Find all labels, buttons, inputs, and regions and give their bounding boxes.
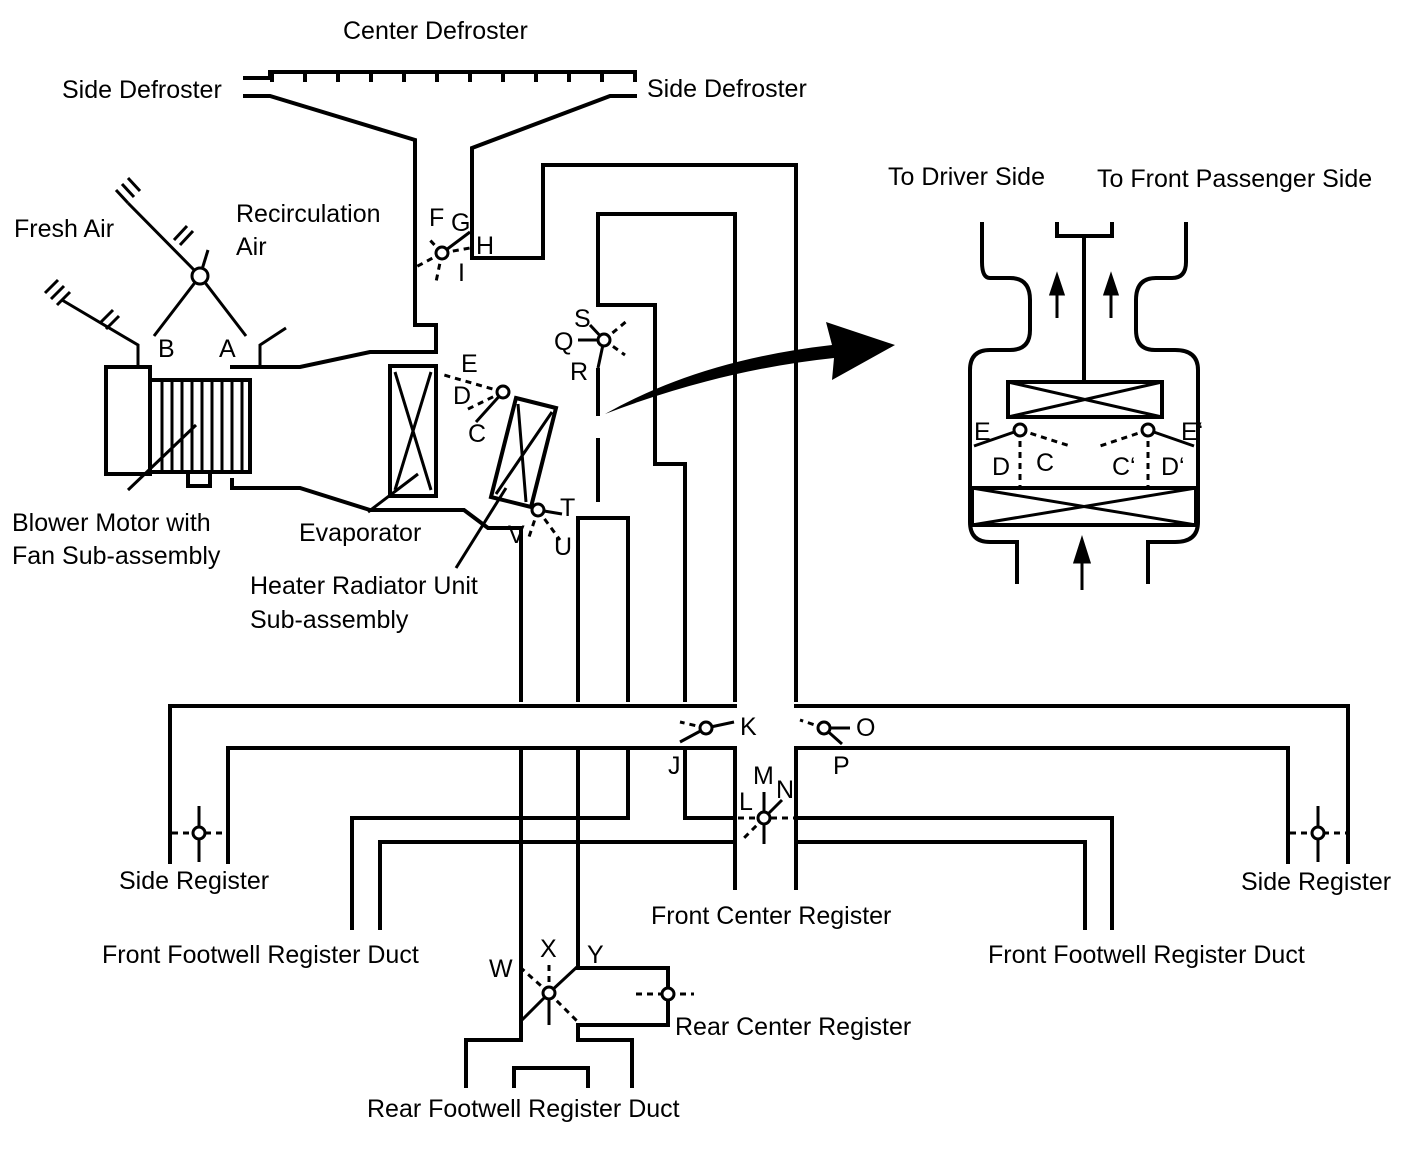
- damper-fghi: [413, 230, 471, 283]
- label-recirculation-line1: Recirculation: [236, 200, 381, 228]
- label-side-register-right: Side Register: [1241, 868, 1391, 896]
- letter-m: M: [753, 762, 774, 790]
- air-inlet: [43, 176, 287, 365]
- detail-letter-c-right: C‘: [1112, 453, 1136, 481]
- letter-i: I: [458, 259, 465, 287]
- label-side-defroster-right: Side Defroster: [647, 75, 807, 103]
- label-evaporator: Evaporator: [299, 519, 421, 547]
- letter-b: B: [158, 335, 175, 363]
- letter-y: Y: [587, 941, 604, 969]
- letter-l: L: [739, 788, 753, 816]
- letter-d: D: [453, 382, 471, 410]
- center-ducts: [576, 212, 737, 702]
- letter-e: E: [461, 350, 478, 378]
- letter-s: S: [574, 305, 591, 333]
- letter-n: N: [776, 776, 794, 804]
- heater-core: [454, 395, 559, 569]
- letter-q: Q: [554, 328, 573, 356]
- label-recirculation-line2: Air: [236, 233, 267, 261]
- label-front-footwell-left: Front Footwell Register Duct: [102, 941, 419, 969]
- label-to-front-passenger-side: To Front Passenger Side: [1097, 165, 1372, 193]
- label-to-driver-side: To Driver Side: [888, 163, 1045, 191]
- damper-op: [799, 718, 850, 746]
- letter-t: T: [560, 494, 575, 522]
- detail-letter-c-left: C: [1036, 449, 1054, 477]
- label-heater-line1: Heater Radiator Unit: [250, 572, 478, 600]
- detail-letter-e-left: E: [974, 418, 991, 446]
- letter-x: X: [540, 935, 557, 963]
- label-blower-line2: Fan Sub-assembly: [12, 542, 221, 570]
- label-rear-center-register: Rear Center Register: [675, 1013, 911, 1041]
- side-register-right-damper: [1290, 806, 1346, 862]
- damper-letters: A B C D E F G H I J K L M N O P Q R S T …: [158, 204, 875, 983]
- side-register-left-damper: [172, 806, 228, 862]
- label-side-defroster-left: Side Defroster: [62, 76, 222, 104]
- letter-j: J: [668, 752, 681, 780]
- letter-u: U: [554, 533, 572, 561]
- damper-qrs: [578, 318, 629, 369]
- detail-letter-e-right: E‘: [1181, 418, 1203, 446]
- letter-g: G: [451, 209, 470, 237]
- label-side-register-left: Side Register: [119, 867, 269, 895]
- letter-o: O: [856, 714, 875, 742]
- distribution-ducts: [168, 704, 1350, 1088]
- detail-arrow: [605, 322, 895, 414]
- label-front-footwell-right: Front Footwell Register Duct: [988, 941, 1305, 969]
- letter-f: F: [429, 204, 444, 232]
- blower-unit: [104, 350, 523, 702]
- label-center-defroster: Center Defroster: [343, 17, 528, 45]
- label-blower-line1: Blower Motor with: [12, 509, 211, 537]
- detail-letters: E D C C‘ D‘ E‘: [974, 418, 1203, 481]
- letter-c: C: [468, 420, 486, 448]
- label-heater-line2: Sub-assembly: [250, 606, 409, 634]
- letter-h: H: [476, 232, 494, 260]
- damper-wxy: [520, 964, 580, 1025]
- letter-w: W: [489, 955, 513, 983]
- letter-a: A: [219, 335, 236, 363]
- label-fresh-air: Fresh Air: [14, 215, 114, 243]
- evaporator-core: [367, 364, 438, 514]
- label-rear-footwell: Rear Footwell Register Duct: [367, 1095, 680, 1123]
- rear-center-register-damper: [636, 986, 694, 1002]
- detail-letter-d-left: D: [992, 453, 1010, 481]
- letter-k: K: [740, 713, 757, 741]
- damper-edc: [443, 373, 511, 424]
- letter-r: R: [570, 358, 588, 386]
- detail-view: [968, 222, 1200, 590]
- detail-letter-d-right: D‘: [1161, 453, 1185, 481]
- letter-p: P: [833, 752, 850, 780]
- label-front-center-register: Front Center Register: [651, 902, 891, 930]
- damper-jk: [679, 720, 735, 744]
- damper-lmn: [738, 792, 796, 844]
- defroster-outlets: [243, 70, 798, 702]
- letter-v: V: [508, 521, 525, 549]
- damper-tuv: [526, 502, 563, 541]
- labels: Center Defroster Side Defroster Side Def…: [12, 17, 1391, 1123]
